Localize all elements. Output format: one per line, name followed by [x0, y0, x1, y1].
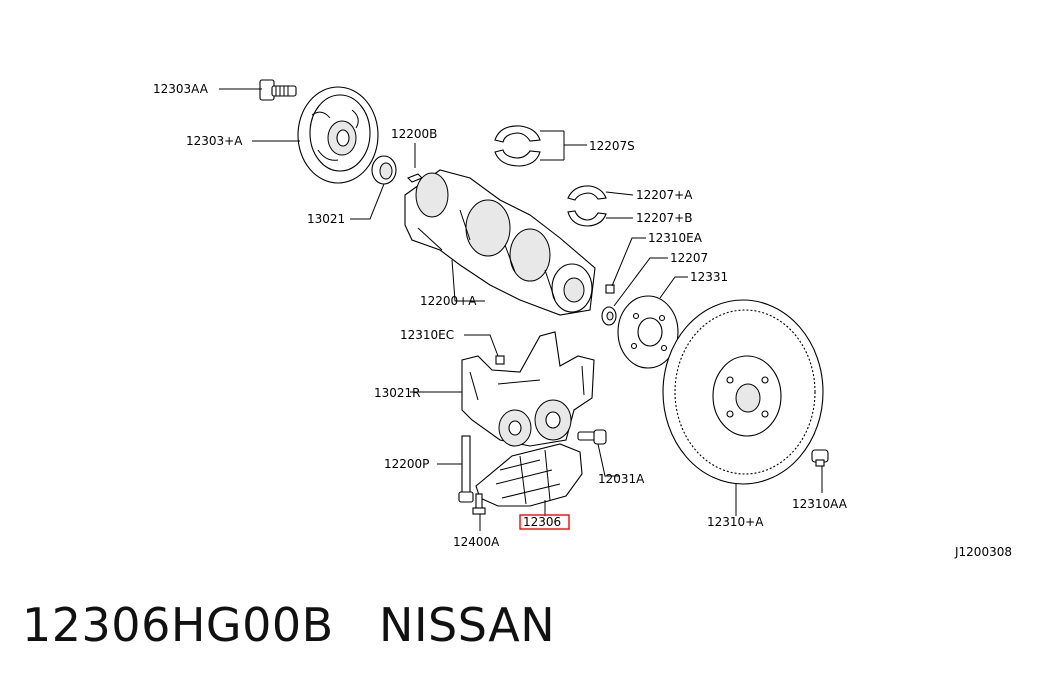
label-12303A: 12303+A [186, 134, 243, 148]
bolt-12031A-part [577, 429, 607, 445]
label-12207S: 12207S [589, 139, 635, 153]
pulley-bolt-part [259, 79, 297, 101]
label-12207: 12207 [670, 251, 708, 265]
part-number: 12306HG00B [22, 598, 334, 652]
label-12207A: 12207+A [636, 188, 693, 202]
label-12310A: 12310+A [707, 515, 764, 529]
label-13021R: 13021R [374, 386, 421, 400]
thrust-bearing-part [494, 125, 541, 167]
label-12400A: 12400A [453, 535, 500, 549]
label-12310AA: 12310AA [792, 497, 848, 511]
label-12031A: 12031A [598, 472, 645, 486]
brand-name: NISSAN [379, 598, 556, 652]
label-13021: 13021 [307, 212, 345, 226]
leader-lines [219, 88, 823, 531]
label-12306: 12306 [523, 515, 561, 529]
label-12200A: 12200+A [420, 294, 477, 308]
crank-sprocket-part [371, 155, 397, 185]
plug-part [495, 355, 505, 365]
cover-12306-part [475, 443, 583, 507]
flywheel-bolt-part [811, 449, 829, 467]
label-12303AA: 12303AA [153, 82, 209, 96]
long-bolt-part [458, 435, 474, 503]
flywheel-part [662, 299, 824, 485]
label-12310EC: 12310EC [400, 328, 454, 342]
label-12310EA: 12310EA [648, 231, 703, 245]
parts-diagram: 12303AA 12303+A 12200B 12207S 12207+A 12… [153, 79, 1012, 559]
bolt-12400A-part [472, 493, 486, 515]
main-bearing-part [567, 185, 607, 227]
figure-code: J1200308 [954, 545, 1012, 559]
pilot-bushing-part [601, 284, 617, 326]
caption: 12306HG00B NISSAN [22, 598, 555, 652]
label-12200B: 12200B [391, 127, 437, 141]
label-12207B: 12207+B [636, 211, 692, 225]
label-12331: 12331 [690, 270, 728, 284]
label-12200P: 12200P [384, 457, 429, 471]
crankshaft-part [404, 169, 596, 316]
drive-plate-part [617, 295, 679, 369]
crank-pulley-part [297, 86, 379, 184]
highlight-box [519, 514, 570, 530]
balancer-housing-part [461, 331, 595, 447]
